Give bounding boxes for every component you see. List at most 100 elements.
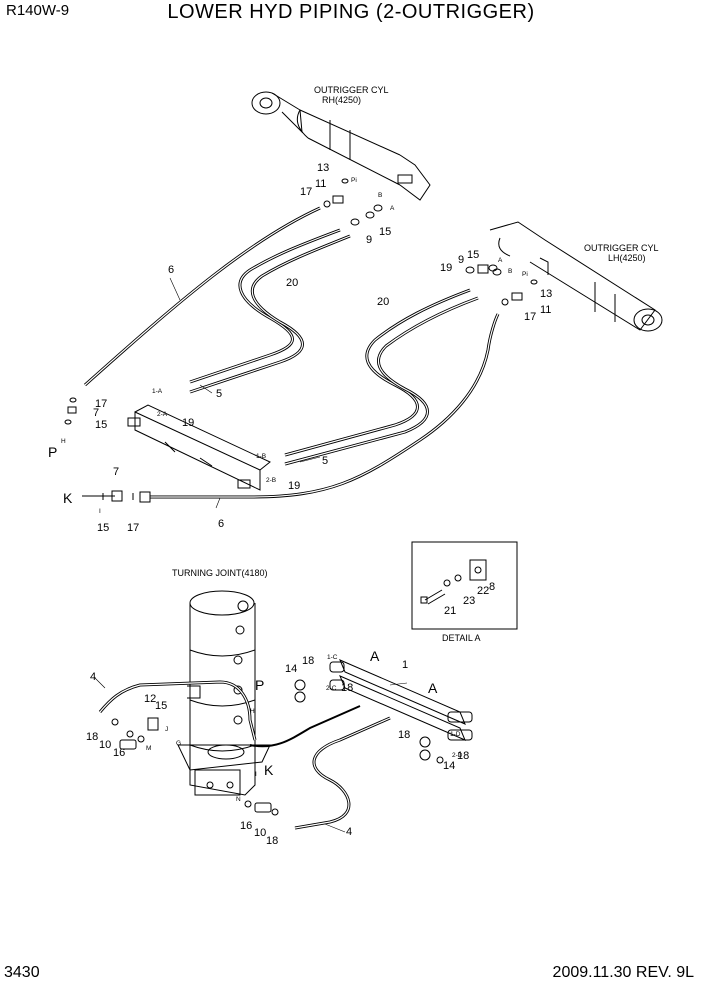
hose-4-upper-core	[99, 681, 256, 741]
letter-k-joint: K	[264, 762, 274, 778]
caption-cylinder-lh: OUTRIGGER CYL	[584, 243, 659, 253]
port-1c: 1-C	[327, 654, 338, 661]
part-15-joint: 15	[155, 700, 167, 712]
fittings-rh	[323, 178, 383, 226]
part-9-rh: 9	[366, 234, 372, 246]
part-19-right-a: 18	[398, 729, 410, 741]
port-h-left: H	[61, 438, 66, 445]
part-14-rh: 13	[317, 162, 329, 174]
part-18-rh: 19	[182, 417, 194, 429]
letter-p-joint: P	[255, 677, 264, 693]
part-13-upper: 14	[285, 663, 297, 675]
letter-a-upper: A	[370, 648, 380, 664]
part-11-lh: 11	[540, 304, 551, 316]
revision-date: 2009.11.30 REV. 9L	[552, 964, 694, 981]
part-14-lh: 13	[540, 288, 552, 300]
port-h-joint: H	[250, 708, 255, 715]
part-4-lower: 4	[346, 826, 352, 838]
hose-bundle-rh	[189, 228, 351, 394]
part-1: 1	[402, 659, 408, 671]
part-19-mid: 18	[341, 682, 353, 694]
part-number-callouts: 13 11 17 9 15 6 20 15 9 19 13 11 17 20 1…	[86, 162, 552, 847]
port-1a: 1-A	[152, 388, 163, 395]
turning-joint	[177, 590, 271, 796]
part-23: 23	[463, 595, 475, 607]
port-i-joint: I	[255, 771, 257, 778]
port-pi-rh: Pi	[351, 177, 357, 184]
caption-detail-a: DETAIL A	[442, 633, 481, 643]
letter-k-left: K	[63, 490, 73, 506]
manifold-right	[329, 659, 473, 741]
outrigger-cylinder-rh	[251, 91, 431, 201]
part-6-upper: 6	[168, 264, 174, 276]
port-a-lh: A	[498, 257, 503, 264]
detail-a-box	[411, 541, 518, 630]
hose-6-upper	[83, 206, 321, 387]
part-20-lh: 20	[377, 296, 389, 308]
part-17-lh: 17	[524, 311, 536, 323]
part-20-rh: 20	[286, 277, 298, 289]
port-a-rh: A	[390, 205, 395, 212]
port-b-lh: B	[508, 268, 512, 275]
part-19-left: 18	[86, 731, 98, 743]
port-2d: 2-D	[452, 752, 463, 759]
part-17-rh: 17	[300, 186, 312, 198]
part-15-lh: 15	[467, 249, 479, 261]
hose-6-upper-core	[84, 207, 321, 386]
hose-4-upper	[98, 680, 257, 741]
port-2a: 2-A	[157, 411, 168, 418]
caption-cylinder-rh-part: RH(4250)	[322, 95, 361, 105]
page-number: 3430	[4, 964, 40, 981]
letter-p-left: P	[48, 444, 57, 460]
part-21: 21	[444, 605, 456, 617]
port-n: N	[236, 796, 241, 803]
hose-6-lower-core	[150, 313, 499, 498]
part-16-left: 16	[113, 747, 125, 759]
part-15-lower: 15	[97, 522, 109, 534]
fittings-lower	[111, 679, 444, 816]
part-10-lower: 10	[254, 827, 266, 839]
port-b-rh: B	[378, 192, 382, 199]
part-15-left: 15	[95, 419, 107, 431]
fittings-left	[64, 397, 151, 503]
part-9-lh: 9	[458, 254, 464, 266]
letter-a-lower: A	[428, 680, 438, 696]
part-8-lower: 7	[113, 466, 119, 478]
detail-a-bracket	[420, 559, 487, 605]
model-number: R140W-9	[6, 2, 70, 19]
hose-6-lower	[150, 313, 500, 499]
port-1b: 1-B	[256, 453, 266, 460]
port-1d: 1-D	[450, 731, 461, 738]
port-m: M	[146, 745, 151, 752]
part-17-left: 17	[95, 398, 107, 410]
part-18-lh: 19	[440, 262, 452, 274]
port-2b: 2-B	[266, 477, 276, 484]
port-i-left: I	[99, 508, 101, 515]
caption-turning-joint: TURNING JOINT(4180)	[172, 568, 268, 578]
part-17-lower: 17	[127, 522, 139, 534]
caption-cylinder-rh: OUTRIGGER CYL	[314, 85, 389, 95]
part-16-lower: 16	[240, 820, 252, 832]
part-5-lh: 5	[322, 455, 328, 467]
manifold-block	[127, 404, 271, 491]
caption-cylinder-lh-part: LH(4250)	[608, 253, 646, 263]
hose-bundle-lh	[284, 288, 479, 466]
hose-h	[249, 705, 361, 748]
part-19-right-b: 18	[457, 750, 469, 762]
outrigger-cylinder-lh	[489, 221, 663, 332]
part-5-rh: 5	[216, 388, 222, 400]
part-8-left: 7	[93, 407, 99, 419]
page-title: LOWER HYD PIPING (2-OUTRIGGER)	[167, 1, 535, 23]
part-10-left: 10	[99, 739, 111, 751]
port-g: G	[176, 740, 181, 747]
part-19-upper: 18	[302, 655, 314, 667]
port-pi-lh: Pi	[522, 271, 528, 278]
port-2c: 2-C	[326, 685, 337, 692]
part-6-lower: 6	[218, 518, 224, 530]
port-j: J	[165, 726, 168, 733]
part-15-rh: 15	[379, 226, 391, 238]
fittings-lh	[465, 264, 538, 306]
part-13-lower: 14	[443, 760, 455, 772]
